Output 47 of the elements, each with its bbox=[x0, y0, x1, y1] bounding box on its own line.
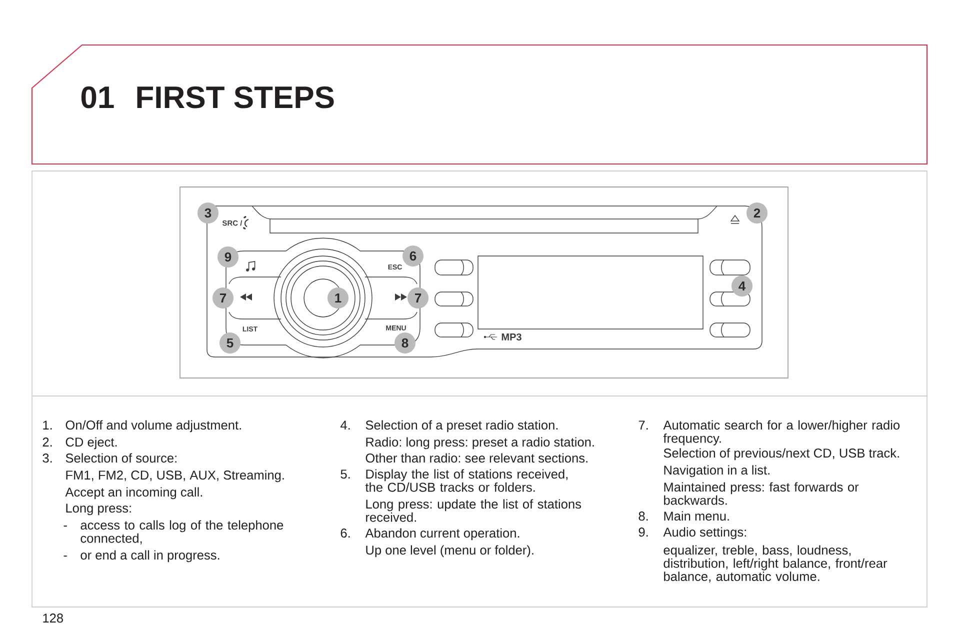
item-text: Radio: long press: preset a radio station. bbox=[366, 437, 594, 450]
callout-number: 7 bbox=[408, 288, 428, 308]
item-text: access to calls log of the telephone connected, bbox=[80, 520, 284, 544]
item-text: On/Off and volume adjustment. bbox=[66, 420, 241, 432]
item-number: 5. bbox=[340, 470, 350, 479]
item-text: Audio settings: bbox=[663, 527, 746, 540]
item-text: Abandon current operation. bbox=[365, 528, 520, 540]
callout-number: 5 bbox=[220, 332, 240, 354]
item-text: Automatic search for a lower/higher radio frequency. bbox=[663, 420, 900, 446]
item-number: 6. bbox=[340, 528, 350, 538]
callout-number: 9 bbox=[218, 246, 238, 268]
item-text: Navigation in a list. bbox=[664, 465, 770, 478]
item-text: Selection of a preset radio station. bbox=[366, 420, 558, 432]
chapter-number: 01 bbox=[81, 86, 114, 108]
bullet: - bbox=[64, 526, 67, 527]
callout-number: 4 bbox=[732, 276, 752, 296]
item-text: CD eject. bbox=[66, 437, 117, 450]
item-number: 4. bbox=[340, 420, 350, 430]
item-text: equalizer, treble, bass, loudness, distribution, left/right balance, front/rear balance, automatic volume. bbox=[664, 545, 888, 583]
panel-label: MP3 bbox=[502, 333, 522, 341]
item-text: Selection of source: bbox=[66, 453, 176, 463]
item-text: Up one level (menu or folder). bbox=[366, 545, 534, 558]
item-number: 9. bbox=[638, 528, 648, 537]
item-text: Accept an incoming call. bbox=[65, 487, 202, 500]
item-text: Maintained press: fast forwards or backwards. bbox=[664, 482, 859, 505]
item-text: Long press: bbox=[66, 504, 131, 516]
callout-number: 7 bbox=[212, 288, 234, 308]
page-number: 128 bbox=[43, 614, 63, 623]
item-number: 3. bbox=[42, 454, 52, 463]
callout-number: 6 bbox=[402, 246, 424, 266]
callout-number: 3 bbox=[198, 202, 218, 224]
item-text: or end a call in progress. bbox=[80, 550, 220, 562]
item-text: Other than radio: see relevant sections. bbox=[366, 453, 588, 463]
item-number: 8. bbox=[638, 512, 648, 521]
item-number: 7. bbox=[638, 420, 648, 430]
item-text: Selection of previous/next CD, USB track. bbox=[664, 448, 899, 460]
item-text: FM1, FM2, CD, USB, AUX, Streaming. bbox=[66, 470, 284, 482]
item-number: 1. bbox=[43, 420, 52, 430]
bullet: - bbox=[64, 556, 67, 557]
title: FIRST STEPS bbox=[137, 86, 334, 108]
item-number: 2. bbox=[42, 438, 52, 446]
item-text: Main menu. bbox=[664, 511, 729, 521]
callout-number: 1 bbox=[328, 288, 348, 308]
item-text: Long press: update the list of stations received. bbox=[366, 499, 582, 522]
callout-number: 2 bbox=[746, 202, 768, 224]
callout-number: 8 bbox=[394, 332, 416, 354]
item-text: Display the list of stations received, the CD/USB tracks or folders. bbox=[365, 469, 568, 492]
